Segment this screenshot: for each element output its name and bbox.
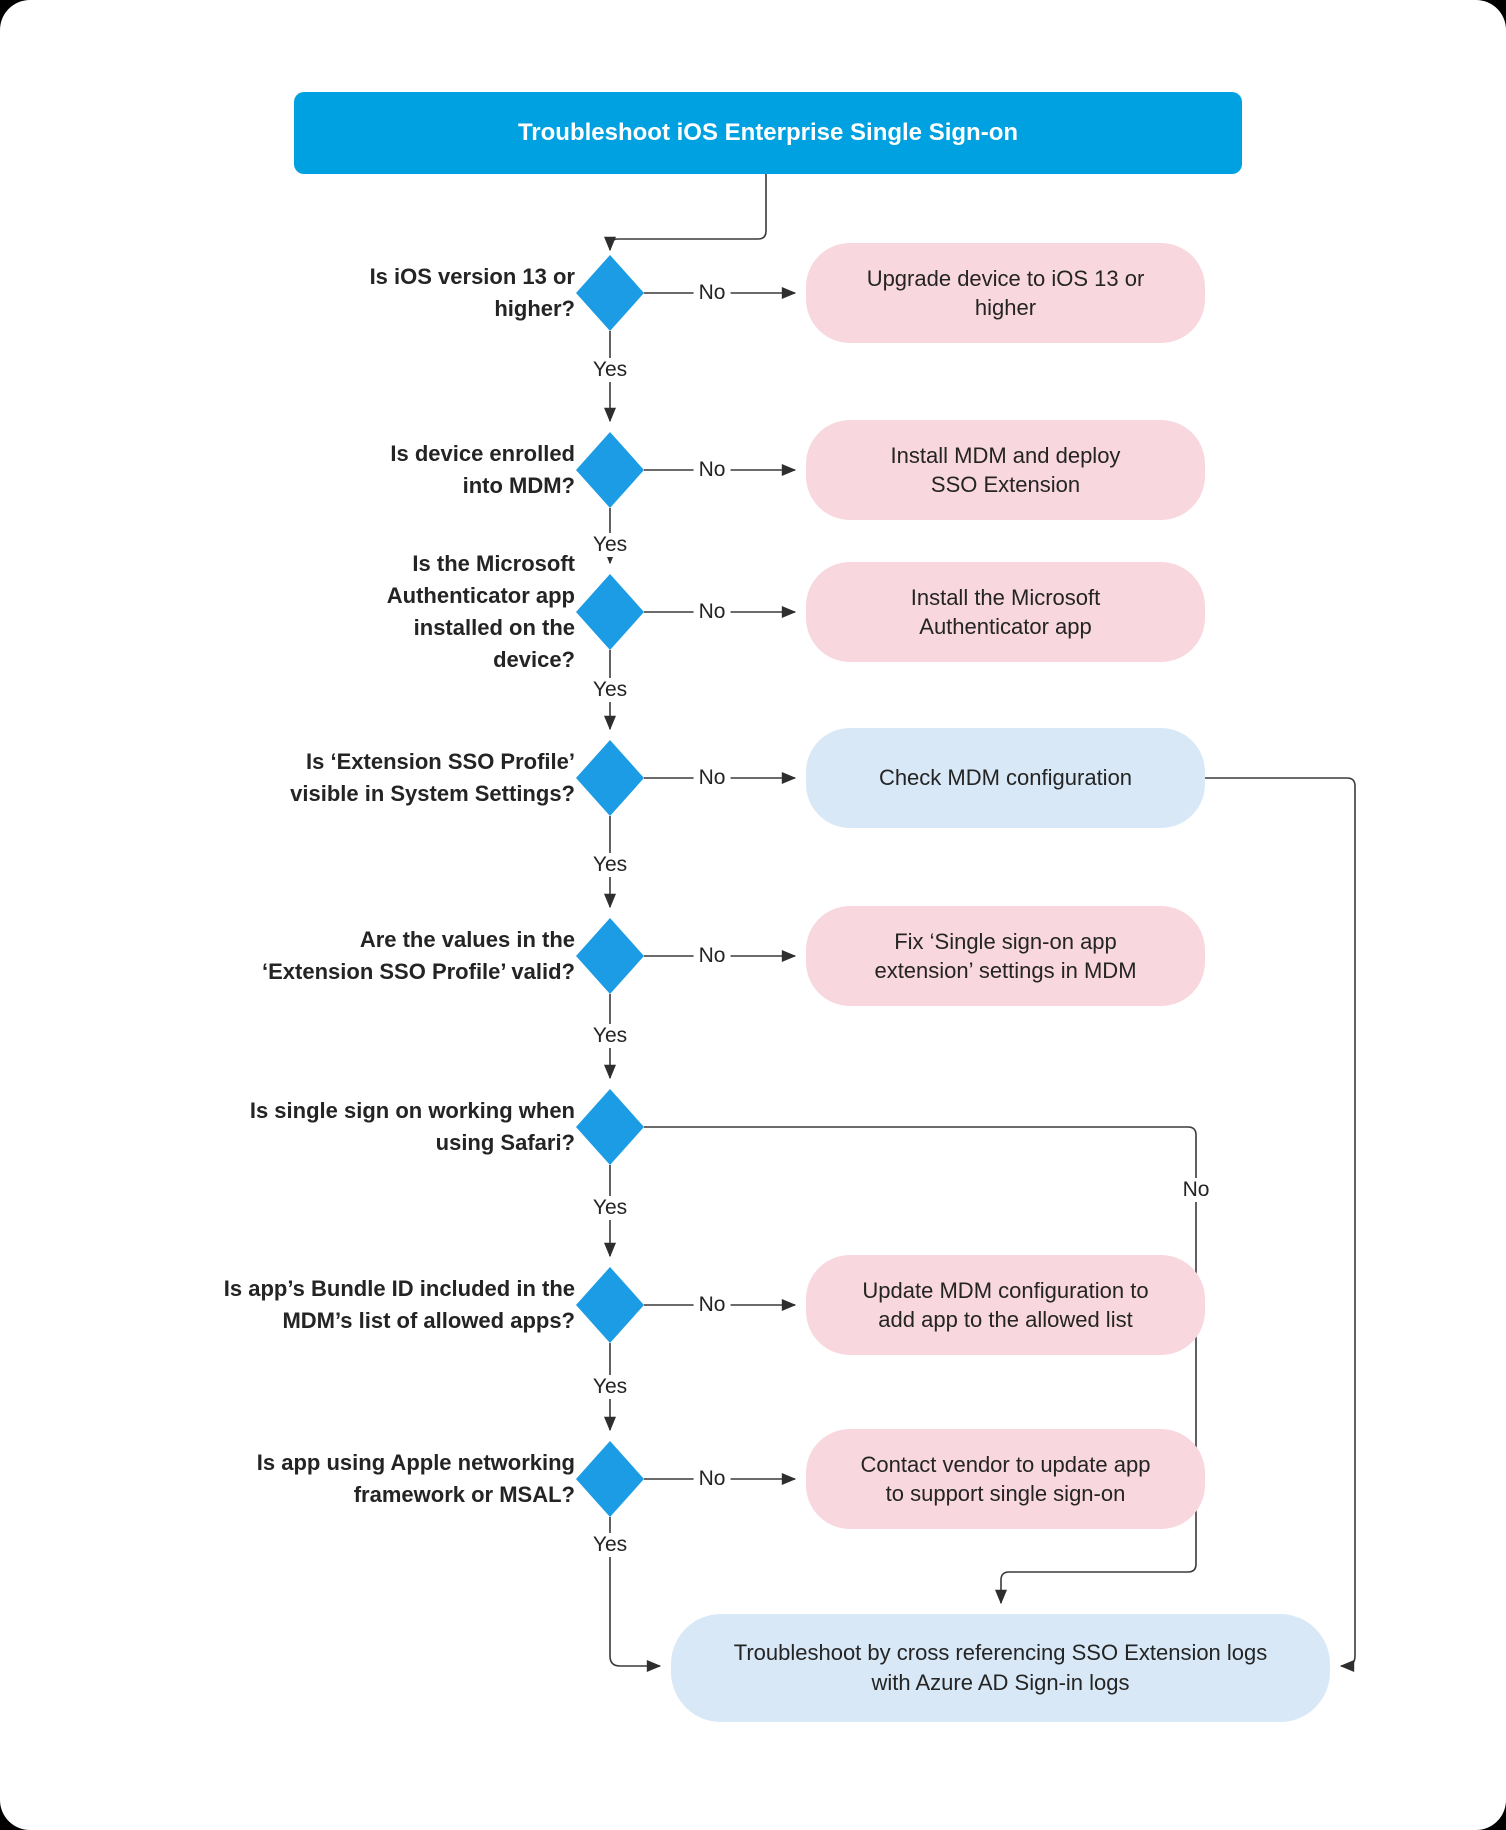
question-authenticator-installed: Is the Microsoft Authenticator app insta… (387, 548, 575, 676)
question-line: Are the values in the (359, 927, 575, 953)
question-line: installed on the (413, 615, 575, 640)
final-line: with Azure AD Sign-in logs (871, 1670, 1130, 1695)
edge-label-no-8: No (693, 1467, 731, 1491)
question-safari-sso: Is single sign on working when using Saf… (250, 1095, 575, 1159)
edge-label-yes-1: Yes (587, 358, 633, 382)
edge-label-no-1: No (693, 281, 731, 305)
edge-label-no-6: No (1177, 1178, 1215, 1202)
question-line: ‘Extension SSO Profile’ valid? (262, 959, 575, 984)
outcome-line: Authenticator app (919, 614, 1092, 639)
connector-check-mdm-to-final (1205, 777, 1356, 1672)
outcome-line: Upgrade device to iOS 13 or (866, 265, 1145, 291)
outcome-line: Install the Microsoft (910, 584, 1101, 610)
outcome-line: add app to the allowed list (878, 1307, 1133, 1332)
connector-title-to-decision-1 (604, 174, 767, 252)
decision-diamond-7 (576, 1267, 644, 1343)
question-line: into MDM? (462, 473, 575, 498)
outcome-contact-vendor: Contact vendor to update app to support … (806, 1429, 1205, 1529)
outcome-install-mdm: Install MDM and deploy SSO Extension (806, 420, 1205, 520)
outcome-line: Check MDM configuration (878, 765, 1133, 791)
decision-diamond-5 (576, 918, 644, 994)
question-line: device? (493, 646, 575, 672)
decision-diamond-1 (576, 255, 644, 331)
outcome-check-mdm-configuration: Check MDM configuration (806, 728, 1205, 828)
decision-diamond-3 (576, 574, 644, 650)
decision-diamond-8 (576, 1441, 644, 1517)
edge-label-yes-6: Yes (587, 1196, 633, 1220)
outcome-line: Contact vendor to update app (860, 1451, 1151, 1477)
question-line: Is app using Apple networking (256, 1450, 575, 1476)
edge-label-yes-2: Yes (587, 533, 633, 557)
question-line: Is ‘Extension SSO Profile’ (306, 749, 575, 775)
outcome-install-authenticator: Install the Microsoft Authenticator app (806, 562, 1205, 662)
outcome-line: Fix ‘Single sign-on app (894, 928, 1117, 954)
question-mdm-enrolled: Is device enrolled into MDM? (390, 438, 575, 502)
question-bundle-id-allowed: Is app’s Bundle ID included in the MDM’s… (224, 1273, 575, 1337)
outcome-upgrade-ios: Upgrade device to iOS 13 or higher (806, 243, 1205, 343)
edge-label-no-4: No (693, 766, 731, 790)
flowchart-title: Troubleshoot iOS Enterprise Single Sign-… (294, 92, 1242, 174)
outcome-line: SSO Extension (930, 472, 1081, 497)
edge-label-yes-4: Yes (587, 853, 633, 877)
edge-label-no-7: No (693, 1293, 731, 1317)
final-troubleshoot-logs: Troubleshoot by cross referencing SSO Ex… (671, 1614, 1330, 1722)
outcome-line: to support single sign-on (885, 1481, 1126, 1506)
question-line: MDM’s list of allowed apps? (282, 1308, 575, 1333)
edge-label-yes-3: Yes (587, 678, 633, 702)
outcome-fix-sso-settings: Fix ‘Single sign-on app extension’ setti… (806, 906, 1205, 1006)
edge-label-yes-8: Yes (587, 1533, 633, 1557)
outcome-update-mdm-allowed-list: Update MDM configuration to add app to t… (806, 1255, 1205, 1355)
outcome-line: higher (974, 295, 1037, 320)
question-line: visible in System Settings? (290, 781, 575, 806)
decision-diamond-2 (576, 432, 644, 508)
question-line: higher? (494, 296, 575, 321)
edge-label-no-2: No (693, 458, 731, 482)
outcome-line: Install MDM and deploy (890, 442, 1121, 468)
question-line: Is single sign on working when (249, 1098, 575, 1124)
question-ios-version: Is iOS version 13 or higher? (370, 261, 575, 325)
connector-yes-8-to-final (609, 1517, 662, 1672)
question-line: Is the Microsoft (412, 551, 575, 577)
decision-diamond-4 (576, 740, 644, 816)
edge-label-yes-7: Yes (587, 1375, 633, 1399)
edge-label-no-5: No (693, 944, 731, 968)
question-line: using Safari? (435, 1130, 575, 1155)
final-line: Troubleshoot by cross referencing SSO Ex… (733, 1640, 1268, 1666)
question-line: Authenticator app (386, 583, 575, 609)
decision-diamond-6 (576, 1089, 644, 1165)
question-line: framework or MSAL? (353, 1482, 575, 1507)
flowchart-title-text: Troubleshoot iOS Enterprise Single Sign-… (517, 119, 1019, 146)
question-apple-networking: Is app using Apple networking framework … (257, 1447, 575, 1511)
outcome-line: Update MDM configuration to (862, 1277, 1149, 1303)
question-line: Is iOS version 13 or (369, 264, 575, 290)
question-sso-profile-valid: Are the values in the ‘Extension SSO Pro… (262, 924, 575, 988)
question-line: Is app’s Bundle ID included in the (223, 1276, 575, 1302)
edge-label-yes-5: Yes (587, 1024, 633, 1048)
question-line: Is device enrolled (390, 441, 575, 467)
connector-no-6-safari-to-final (644, 1126, 1197, 1605)
edge-label-no-3: No (693, 600, 731, 624)
question-sso-profile-visible: Is ‘Extension SSO Profile’ visible in Sy… (290, 746, 575, 810)
outcome-line: extension’ settings in MDM (874, 958, 1137, 983)
